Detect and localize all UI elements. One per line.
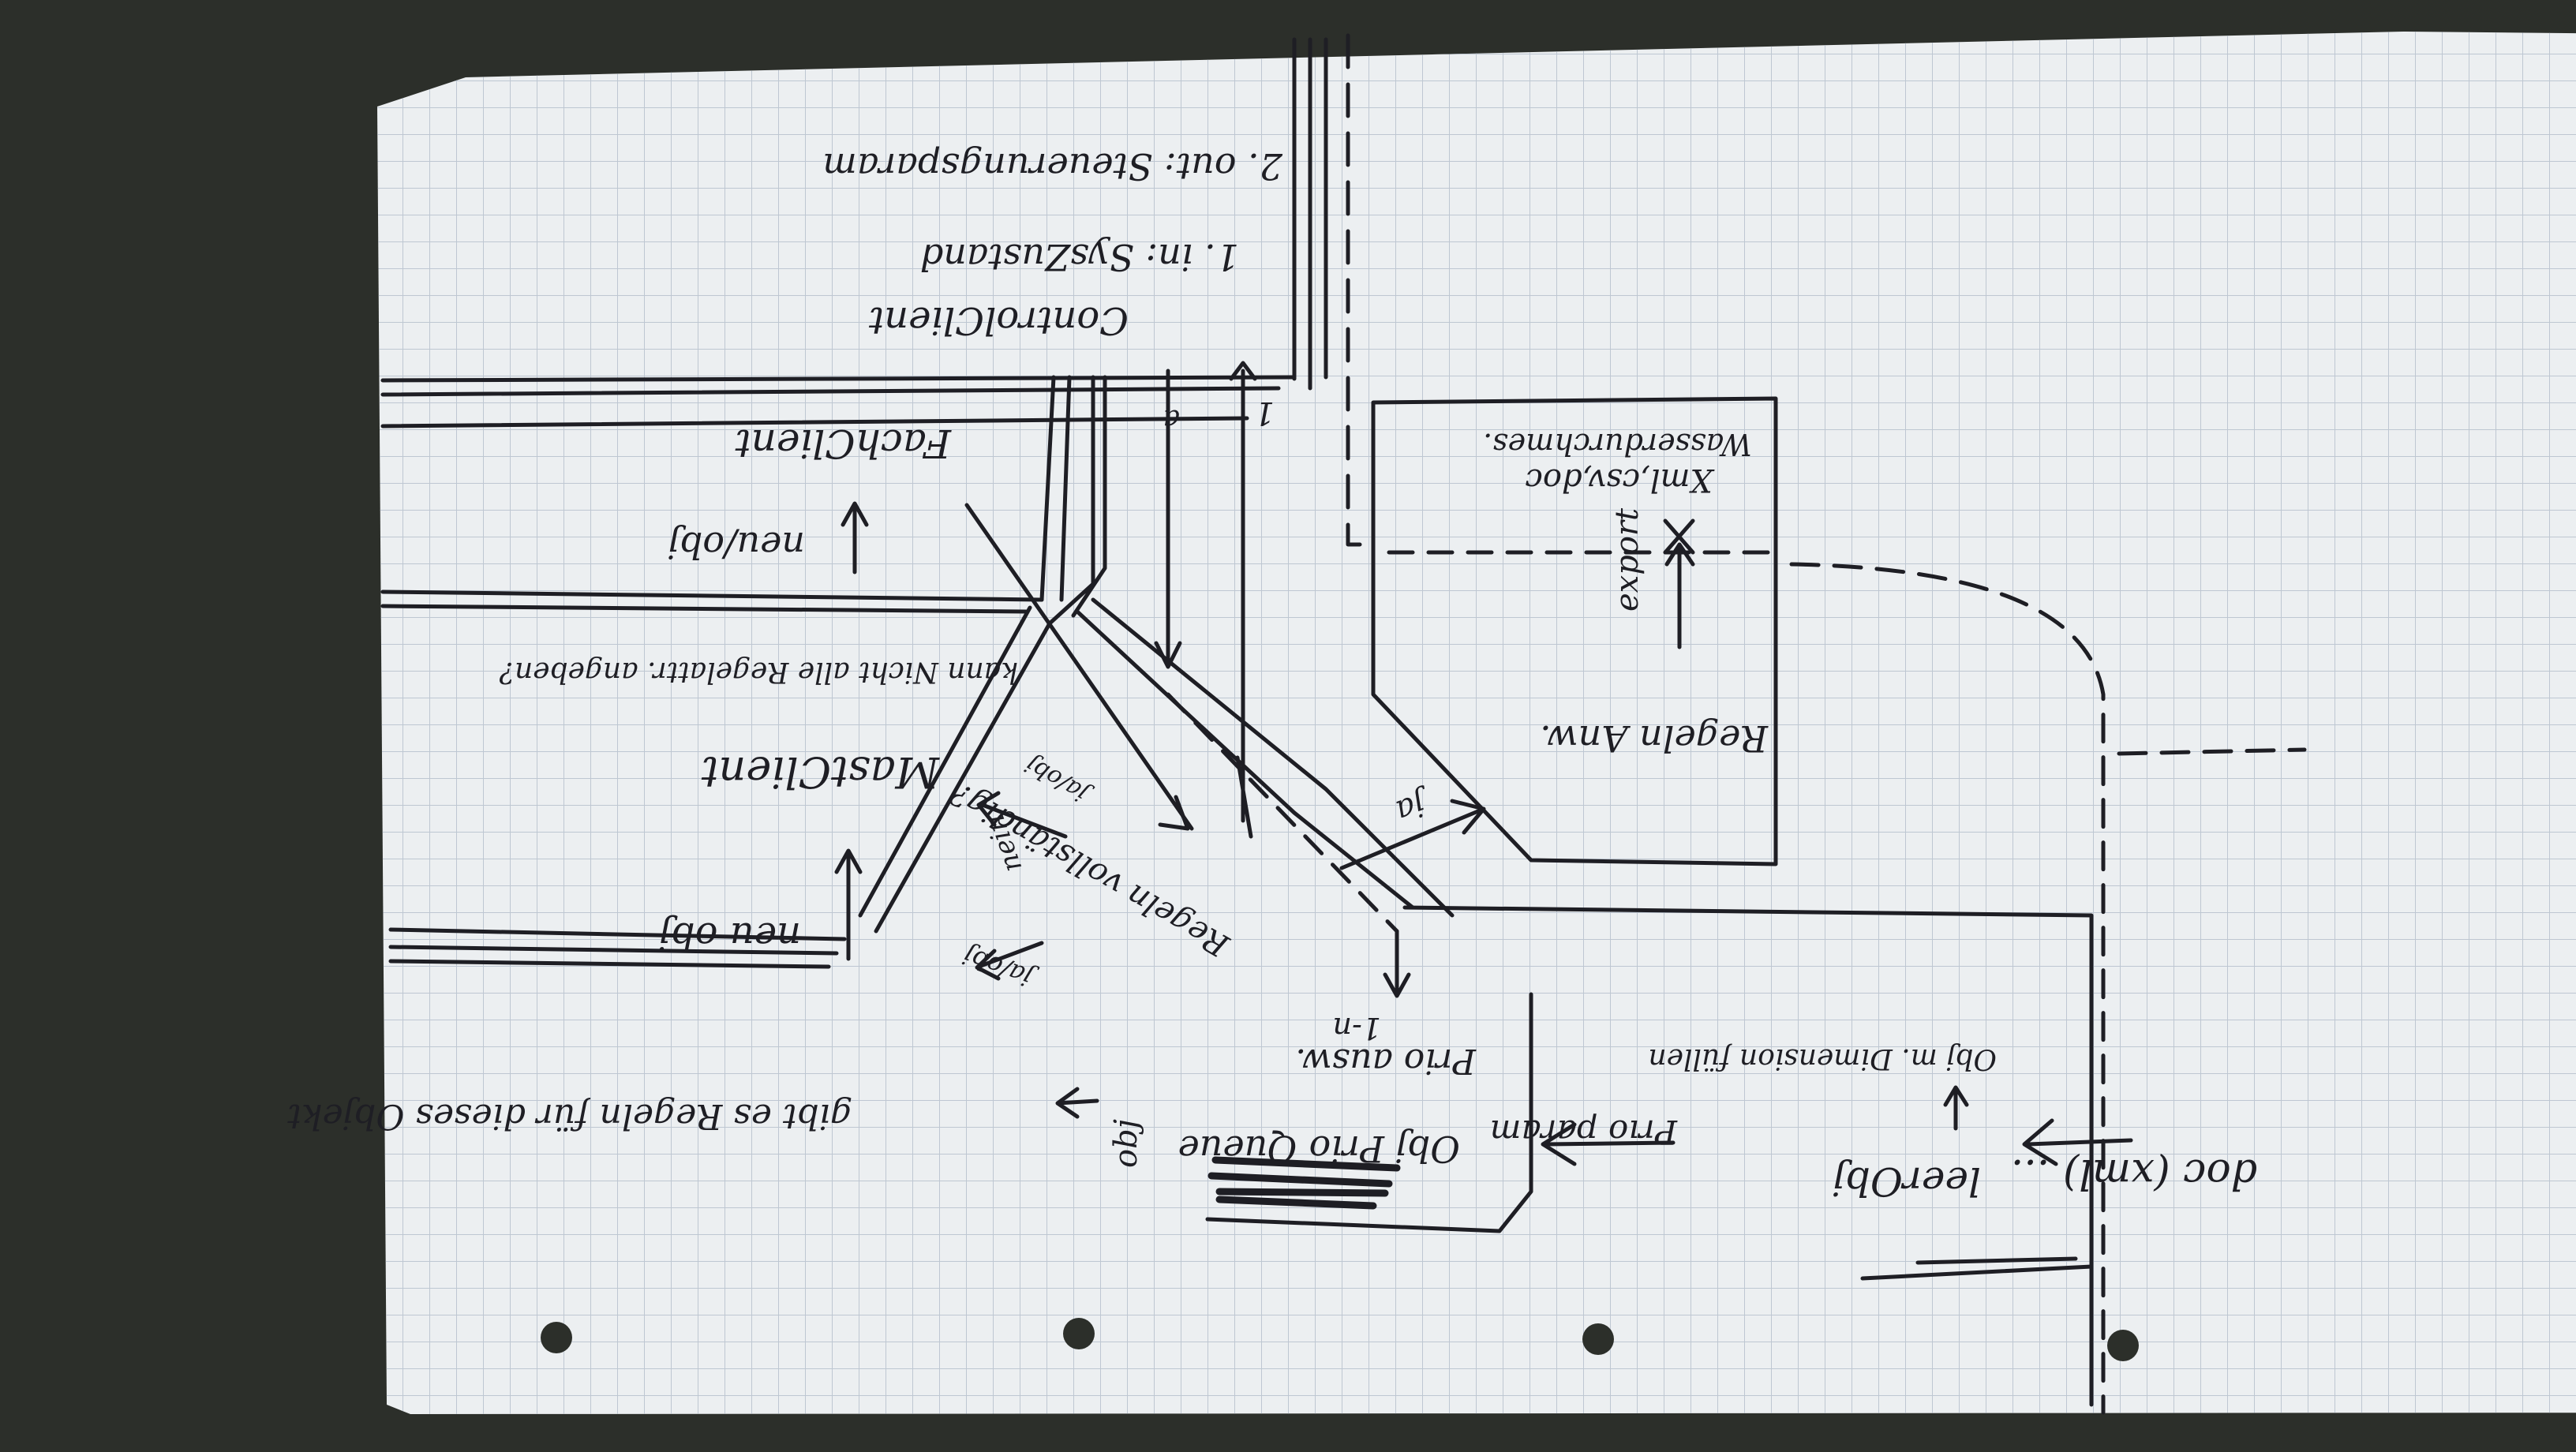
arrow-head <box>1154 641 1182 669</box>
export-arrow <box>1664 542 1695 649</box>
arrow-to-regeln <box>1158 795 1190 831</box>
punch-hole <box>1063 1318 1095 1349</box>
neu-obj-bottom-arrow <box>834 848 863 961</box>
nein-arrow <box>976 791 1068 839</box>
dashed-vertical-top <box>1346 33 1368 547</box>
paper-grid <box>377 32 2576 1414</box>
label-prio-param: Prio param <box>1490 1113 1678 1151</box>
scribble <box>1208 1156 1401 1210</box>
mast-client-boundary <box>388 927 847 969</box>
flow-line <box>1039 375 1072 602</box>
label-control-client: ControlClient <box>868 298 1129 342</box>
label-prio-ausw: Prio ausw. <box>1295 1041 1477 1081</box>
fach-client-boundary <box>380 589 1044 614</box>
arrow-head <box>1229 361 1257 381</box>
punch-hole <box>1582 1323 1614 1355</box>
label-obj-left: obj <box>1108 1119 1144 1168</box>
flow-line <box>964 503 1194 831</box>
punch-holes <box>541 1318 2139 1361</box>
regeln-anw-box <box>1371 396 1778 866</box>
dashed-right-branch <box>2117 747 2307 756</box>
obj-arrow-left <box>1055 1087 1099 1119</box>
lower-boundary-hatch <box>1860 1256 2094 1281</box>
label-kann-nicht: kann Nicht alle Regelattr. angeben? <box>499 656 1018 688</box>
prio-queue-box <box>1205 992 1533 1233</box>
label-one-to-n: 1-n <box>1333 1011 1382 1046</box>
label-obj-m-dimension: Obj m. Dimension füllen <box>1648 1042 1997 1075</box>
label-xml-csv-doc: Xml,csv,doc <box>1526 462 1716 498</box>
label-neu-obj-bottom: neu obj <box>659 914 801 958</box>
label-out-control-param: 2. out: Steuerungsparam <box>822 145 1283 188</box>
label-marker-a: a <box>1163 403 1180 436</box>
punch-hole <box>2107 1330 2139 1361</box>
label-wasserdurchmesser: Wasserdurchmes. <box>1483 427 1752 462</box>
dashed-right-curve <box>1789 562 2106 1415</box>
label-marker-one: 1 <box>1255 395 1275 431</box>
label-obj-prio-queue: Obj Prio Queue <box>1178 1128 1460 1170</box>
dashed-diagonal <box>1166 692 1399 934</box>
label-fach-client: FachClient <box>735 421 952 466</box>
label-leer-obj: leerObj <box>1833 1158 1981 1204</box>
flow-line <box>1047 375 1107 626</box>
ja-obj-arrow <box>975 941 1044 981</box>
lower-boundary <box>1402 905 2094 1407</box>
control-client-vertical <box>1292 37 1328 391</box>
obj-dimension-arrow <box>1943 1085 1969 1131</box>
punch-hole <box>541 1322 572 1353</box>
neu-obj-top-arrow <box>841 501 869 574</box>
label-in-sys-state: 1. in: SysZustand <box>920 236 1239 279</box>
label-gibt-es-regeln: gibt es Regeln für dieses Objekt <box>287 1096 852 1136</box>
ja-arrow <box>1339 799 1486 870</box>
param-arrow <box>1541 1122 1676 1166</box>
label-doc-xml: doc (xml) ... <box>2011 1150 2257 1197</box>
doc-arrow <box>2022 1118 2133 1166</box>
flow-line <box>858 605 1052 934</box>
label-mastclient: MastClient <box>702 747 940 797</box>
label-neu-obj-top: neu/obj <box>668 524 805 567</box>
down-arrow <box>1383 929 1411 998</box>
label-export: export <box>1609 507 1646 612</box>
x-mark <box>1663 518 1695 555</box>
hatch-line <box>1235 755 1253 839</box>
label-regeln-anw: Regeln Anw. <box>1540 717 1769 760</box>
